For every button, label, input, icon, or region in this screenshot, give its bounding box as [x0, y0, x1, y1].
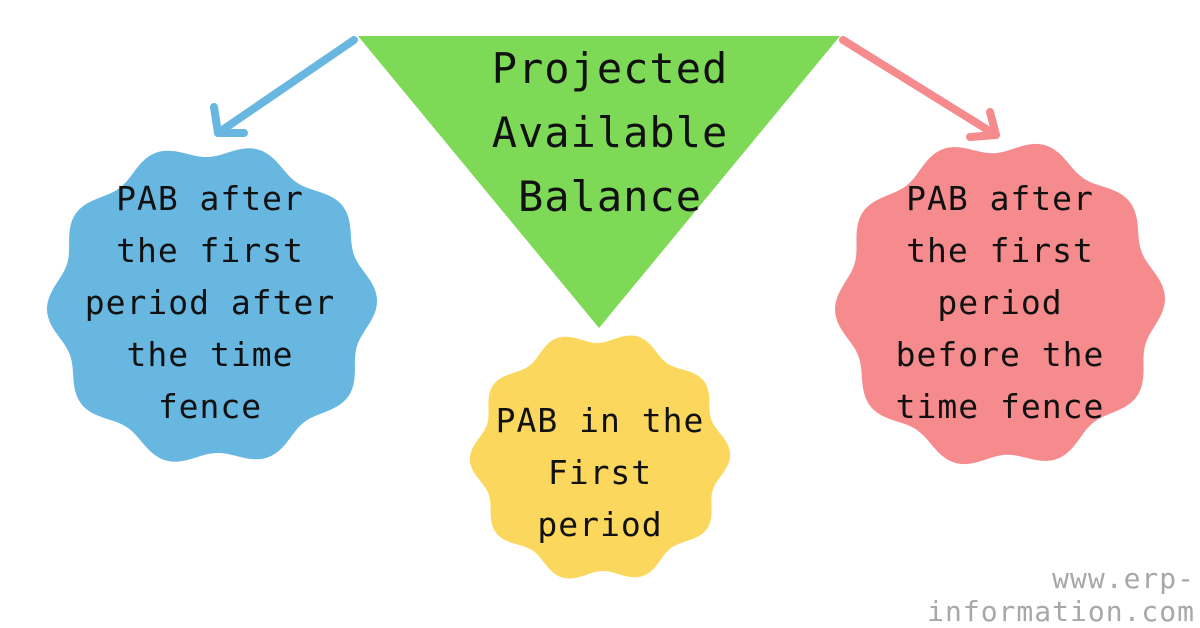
right-node-label: PAB after the first period before the ti… [895, 178, 1105, 426]
left-bubble [46, 148, 378, 462]
left-node-label: PAB after the first period after the tim… [84, 178, 336, 426]
diagram-canvas [46, 36, 1165, 579]
center-bubble [469, 335, 731, 579]
right-arrow [839, 36, 1000, 141]
right-bubble [835, 143, 1165, 465]
central-triangle [358, 36, 840, 328]
center-node-label: PAB in the First period [495, 400, 705, 544]
diagram-title: Projected Available Balance [491, 44, 729, 221]
watermark: www.erp-information.com [927, 562, 1195, 628]
left-arrow [210, 36, 358, 137]
